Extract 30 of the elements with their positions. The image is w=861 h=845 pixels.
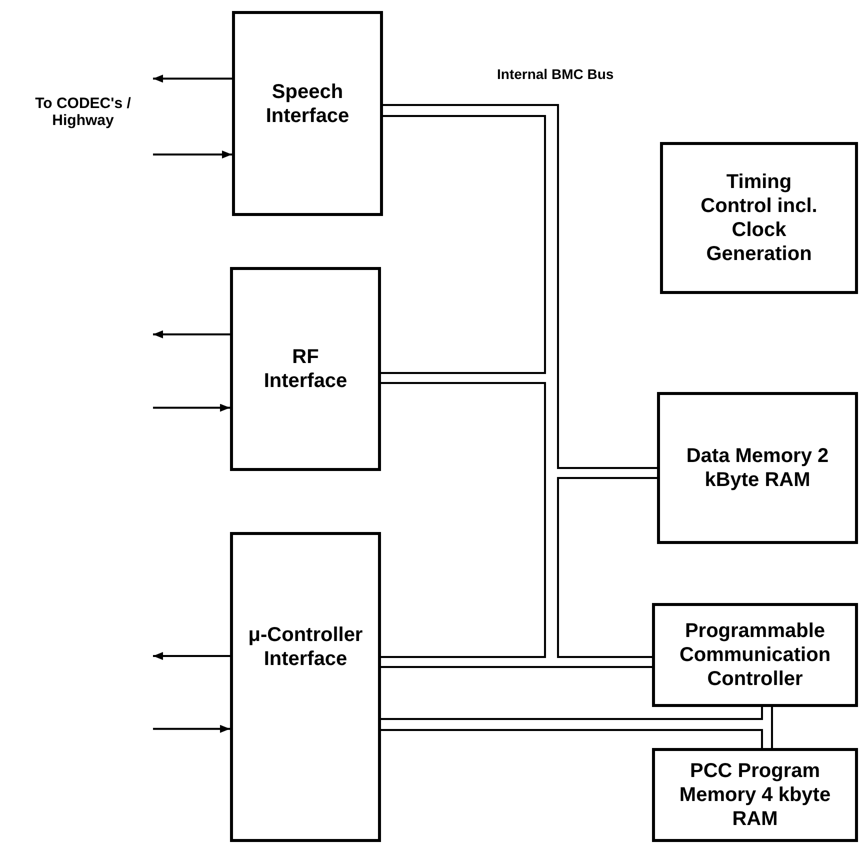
block-box bbox=[652, 748, 858, 842]
bus-line bbox=[381, 382, 546, 658]
bus-line bbox=[381, 115, 546, 374]
block-box bbox=[660, 142, 858, 294]
arrow bbox=[153, 74, 232, 83]
block-box bbox=[657, 392, 858, 544]
block-label: Programmable Communication Controller bbox=[678, 619, 832, 691]
signal-label: To CODEC's / Highway bbox=[34, 95, 132, 129]
bus-line bbox=[557, 477, 657, 658]
arrow bbox=[153, 330, 230, 338]
block-label: μ-Controller Interface bbox=[247, 623, 364, 671]
block-label: Timing Control incl. Clock Generation bbox=[700, 170, 818, 266]
block-box bbox=[230, 532, 381, 842]
bus-line bbox=[381, 666, 652, 668]
arrow bbox=[153, 652, 230, 660]
arrow bbox=[153, 404, 230, 412]
arrow bbox=[153, 724, 230, 733]
bus-line bbox=[381, 729, 763, 748]
block-label: PCC Program Memory 4 kbyte RAM bbox=[678, 759, 832, 831]
block-box bbox=[230, 267, 381, 471]
block-label: RF Interface bbox=[262, 345, 348, 393]
bus-label: Internal BMC Bus bbox=[497, 66, 615, 82]
block-label: Speech Interface bbox=[264, 80, 350, 128]
block-box bbox=[232, 11, 383, 216]
bus-line bbox=[383, 104, 657, 469]
block-label: Data Memory 2 kByte RAM bbox=[685, 444, 830, 492]
bus-line bbox=[381, 707, 763, 720]
bus-line bbox=[771, 707, 773, 748]
block-box bbox=[652, 603, 858, 707]
arrow bbox=[153, 150, 232, 158]
